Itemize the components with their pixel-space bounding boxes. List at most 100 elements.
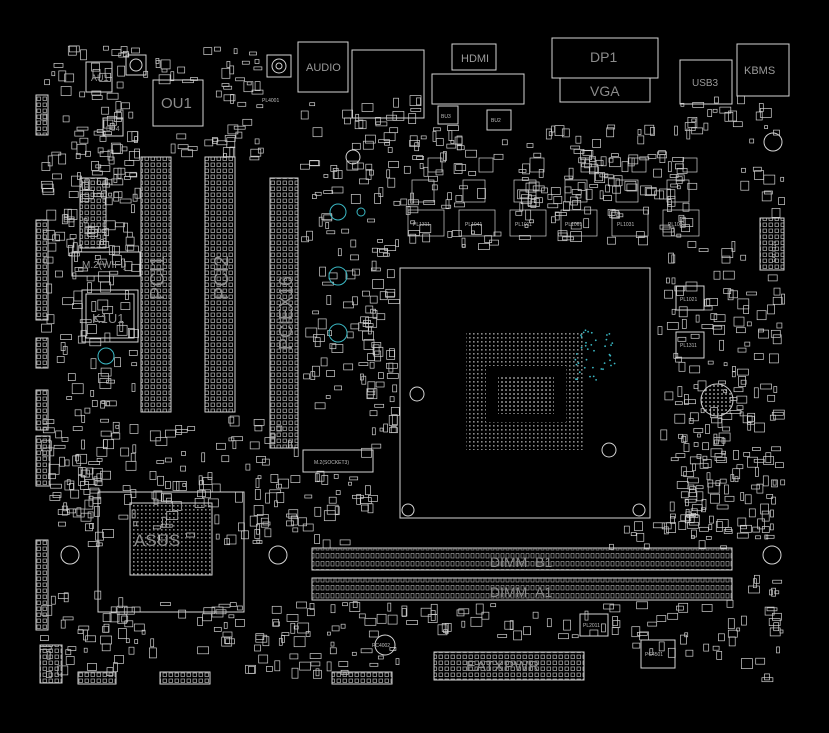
smd-component: [379, 291, 388, 301]
smd-component: [115, 101, 122, 112]
smd-component: [368, 495, 378, 502]
smd-component: [489, 239, 499, 246]
smd-component: [664, 391, 674, 401]
smd-component: [160, 59, 171, 70]
smd-component: [298, 517, 307, 527]
smd-component: [504, 620, 514, 630]
smd-component: [67, 209, 78, 220]
smd-component: [557, 232, 568, 237]
smd-component: [57, 593, 69, 599]
smd-component: [703, 305, 713, 311]
smd-component: [515, 210, 523, 216]
smd-component: [722, 270, 735, 280]
smd-component: [100, 430, 112, 437]
smd-component: [687, 521, 699, 529]
smd-component: [47, 155, 53, 167]
smd-component: [52, 173, 62, 180]
smd-component: [246, 81, 252, 86]
smd-component: [67, 245, 73, 256]
smd-component: [731, 371, 736, 378]
smd-component: [706, 298, 718, 306]
smd-component: [333, 170, 343, 179]
smd-component: [181, 451, 186, 456]
smd-component: [387, 177, 396, 188]
smd-component: [389, 127, 399, 134]
smd-component: [132, 444, 137, 454]
smd-component: [365, 485, 371, 496]
smd-component: [314, 506, 322, 517]
smd-component: [330, 604, 336, 614]
smd-component: [684, 394, 689, 405]
smd-component: [98, 373, 109, 383]
eatx12v-label: EATX12V: [772, 240, 778, 262]
smd-component: [149, 430, 161, 442]
pl4001-label: PL4001: [262, 98, 279, 104]
smd-component: [65, 649, 72, 656]
smd-component: [501, 139, 508, 146]
smd-component: [377, 655, 384, 660]
dimm-a1-label: DIMM_A1: [490, 584, 552, 600]
smd-component: [400, 198, 408, 206]
smd-component: [674, 413, 686, 424]
eatx12v-connector: [759, 217, 785, 271]
accent-hole-4: [97, 347, 115, 365]
smd-component: [176, 481, 187, 491]
smd-component: [323, 190, 334, 194]
smd-component: [42, 188, 55, 196]
smd-component: [423, 200, 436, 205]
smd-component: [316, 470, 325, 482]
smd-component: [131, 263, 140, 272]
smd-component: [764, 125, 768, 129]
smd-component: [468, 171, 477, 176]
smd-component: [454, 136, 463, 145]
smd-component: [87, 511, 94, 519]
smd-component: [521, 177, 529, 181]
smd-component: [358, 613, 366, 619]
smd-component: [110, 142, 121, 154]
smd-component: [127, 245, 139, 253]
smd-component: [333, 474, 339, 479]
smd-component: [160, 602, 171, 606]
left-header-2: [35, 219, 49, 321]
smd-component: [749, 138, 755, 144]
smd-component: [40, 635, 49, 641]
smd-component: [624, 180, 637, 191]
smd-component: [752, 447, 761, 451]
smd-component: [770, 509, 774, 518]
smd-component: [675, 163, 684, 170]
smd-component: [128, 350, 138, 356]
smd-component: [755, 467, 759, 477]
smd-component: [367, 503, 374, 514]
smd-component: [677, 386, 683, 397]
smd-component: [106, 115, 117, 126]
smd-component: [448, 130, 453, 141]
smd-component: [116, 81, 124, 89]
smd-component: [87, 541, 100, 547]
smd-component: [341, 228, 350, 234]
smd-component: [713, 270, 721, 280]
smd-component: [589, 184, 599, 188]
smd-component: [546, 618, 552, 628]
smd-component: [128, 151, 140, 161]
smd-component: [771, 587, 776, 597]
smd-component: [680, 634, 687, 645]
smd-component: [312, 310, 319, 315]
smd-component: [678, 306, 688, 318]
smd-component: [716, 504, 729, 510]
smd-component: [603, 195, 612, 201]
smd-component: [772, 479, 777, 486]
smd-component: [55, 231, 66, 241]
smd-component: [386, 350, 396, 360]
smd-component: [309, 653, 322, 659]
smd-component: [636, 632, 648, 636]
smd-component: [64, 459, 70, 467]
smd-component: [100, 418, 109, 423]
smd-component: [645, 188, 657, 196]
smd-component: [328, 496, 337, 504]
smd-component: [713, 314, 726, 323]
smd-component: [693, 428, 704, 433]
smd-component: [755, 111, 763, 121]
smd-component: [570, 145, 581, 150]
smd-component: [475, 603, 484, 615]
